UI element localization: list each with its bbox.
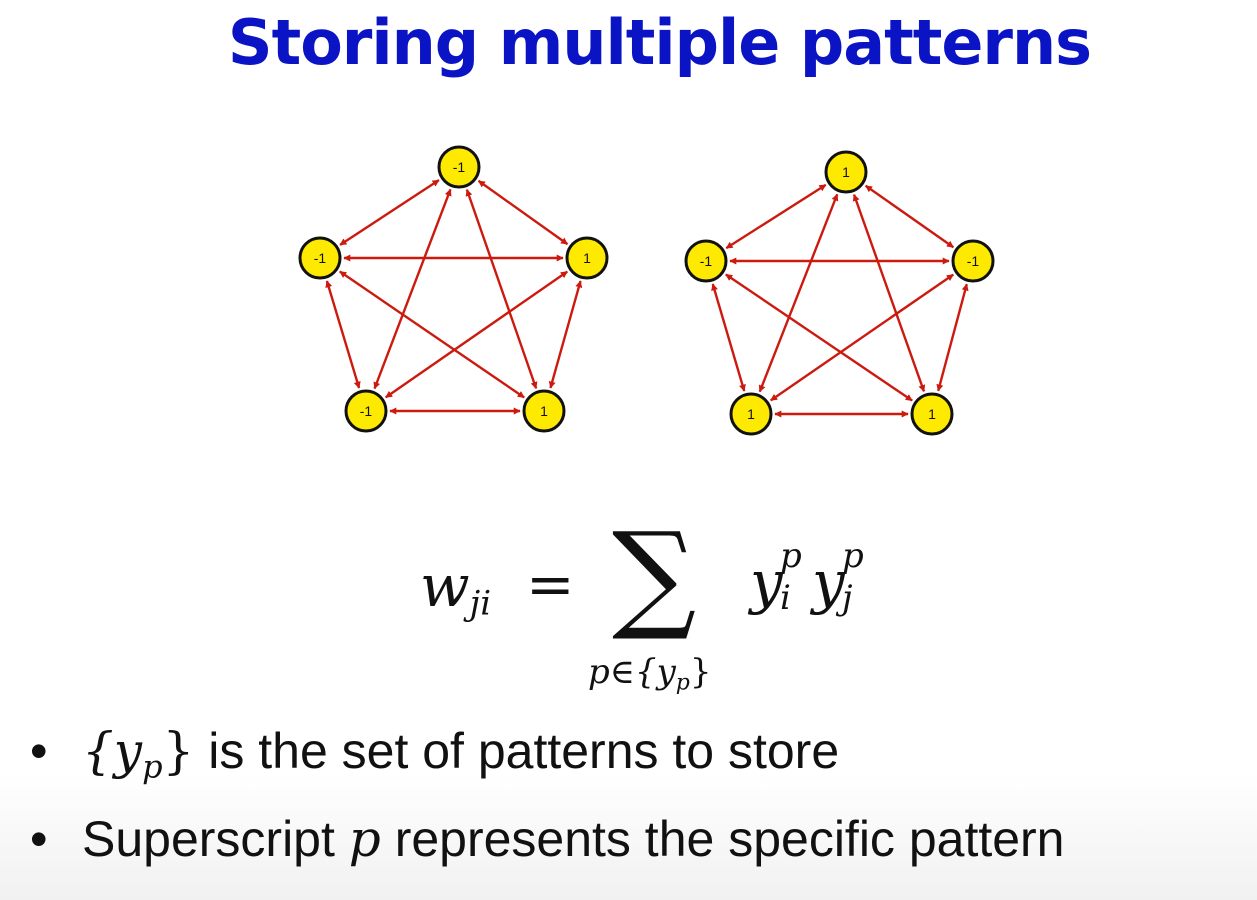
neuron-state-label: 1 [928, 406, 936, 422]
neuron-node [951, 239, 995, 283]
neuron-node [824, 150, 868, 194]
summation-symbol: ∑ [612, 506, 697, 644]
network-left: -1 -1 1 -1 1 [298, 145, 609, 433]
neuron-state-label: 1 [842, 164, 850, 180]
formula-lhs: wji [420, 552, 492, 624]
neuron-state-label: -1 [314, 250, 327, 266]
bullet-item: •Superscript p represents the specific p… [30, 810, 1065, 868]
network-right: 1 -1 -1 1 1 [684, 150, 995, 436]
edge-arrow [385, 270, 568, 399]
weight-formula: wji = ∑ p∈{yp} y p i y p j [420, 506, 864, 696]
neuron-node [522, 389, 566, 433]
neuron-state-label: -1 [967, 253, 980, 269]
neuron-node [684, 239, 728, 283]
network-diagrams: -1 -1 1 -1 1 1 -1 -1 1 1 [298, 145, 995, 436]
neuron-state-label: 1 [540, 403, 548, 419]
neuron-state-label: -1 [700, 253, 713, 269]
neuron-node [298, 236, 342, 280]
neuron-node [729, 392, 773, 436]
bullet-item: •{yp} is the set of patterns to store [30, 722, 840, 786]
neuron-node [344, 389, 388, 433]
formula-equals: = [526, 550, 575, 618]
slide-title: Storing multiple patterns [227, 6, 1092, 79]
neuron-node [910, 392, 954, 436]
neuron-node [565, 236, 609, 280]
neuron-state-label: 1 [747, 406, 755, 422]
neuron-state-label: -1 [360, 403, 373, 419]
edge-arrow [936, 283, 969, 392]
summation-index: p∈{yp} [588, 652, 712, 696]
neuron-node [437, 145, 481, 189]
edge-arrow [548, 280, 583, 389]
edge-arrow [770, 273, 954, 402]
neuron-state-label: 1 [583, 250, 591, 266]
neuron-state-label: -1 [453, 159, 466, 175]
